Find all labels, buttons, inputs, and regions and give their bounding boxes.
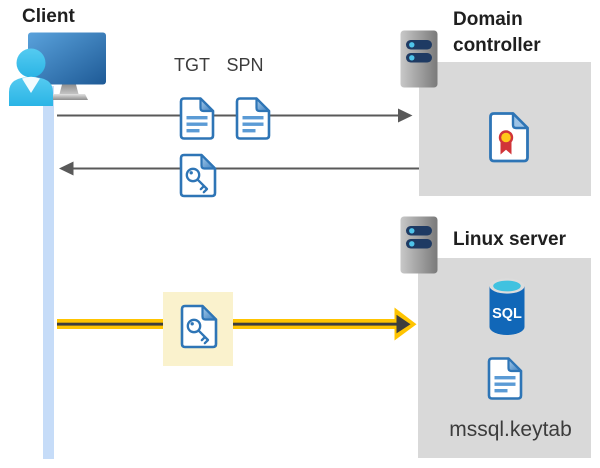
auth-arrow	[57, 307, 417, 341]
spn-label: SPN	[226, 55, 264, 75]
response-arrow	[59, 161, 419, 176]
tgt-document-icon	[179, 97, 215, 140]
client-label: Client	[22, 6, 75, 27]
linux-server-label: Linux server	[453, 229, 566, 250]
rosette-seal	[498, 130, 514, 155]
client-workstation-icon	[9, 32, 106, 106]
response-arrowhead	[59, 161, 74, 176]
tgt-label: TGT	[174, 55, 210, 75]
sql-database-icon: SQL	[489, 278, 525, 335]
ticket-key-document-icon	[179, 153, 217, 198]
keytab-file-label: mssql.keytab	[449, 418, 572, 441]
spn-document-icon	[235, 97, 271, 140]
request-arrowhead	[398, 108, 413, 123]
monitor-icon	[28, 32, 106, 85]
keytab-document-icon	[487, 357, 523, 400]
auth-arrowhead	[394, 307, 417, 341]
monitor-stand-neck	[59, 84, 79, 94]
domain-controller-server-icon	[400, 30, 438, 88]
linux-server-server-icon	[400, 216, 438, 274]
monitor-stand-base	[50, 94, 88, 100]
key-glyph	[185, 167, 209, 194]
sql-badge-text: SQL	[492, 306, 522, 322]
person-icon	[9, 48, 53, 106]
auth-key-document-icon	[180, 304, 218, 349]
certificate-icon	[489, 112, 529, 163]
client-timeline-bar	[43, 86, 54, 459]
domain-controller-label: Domain controller	[453, 9, 541, 56]
